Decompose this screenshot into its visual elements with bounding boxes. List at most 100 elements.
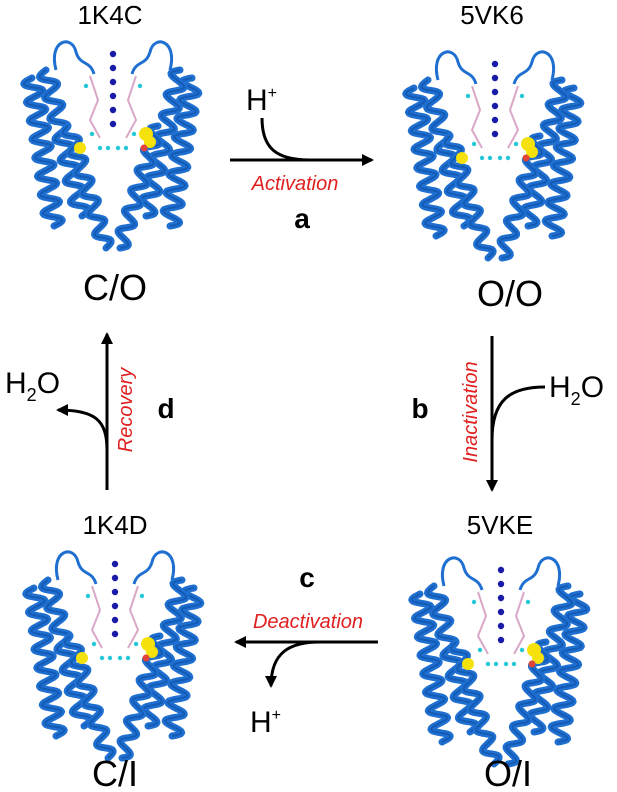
water-molecule [505, 155, 511, 161]
water-molecule [465, 93, 471, 99]
potassium-ion [109, 120, 117, 128]
state-label-co: C/O [83, 267, 147, 308]
water-molecule [511, 661, 517, 667]
pdb-id-5vk6: 5VK6 [460, 0, 524, 30]
turret-loop-left [434, 50, 478, 85]
potassium-ion [497, 580, 505, 588]
outer-helix-right-shade [544, 87, 582, 237]
highlighted-residue-left [462, 658, 474, 670]
filter-sticks-left [476, 591, 489, 655]
channel-ribbon [20, 40, 203, 252]
highlighted-residue-right-2 [526, 146, 538, 158]
water-molecule [471, 599, 477, 605]
structure-1k4d-image [22, 550, 205, 762]
water-molecule [89, 131, 95, 137]
process-label-deactivation: Deactivation [253, 611, 363, 633]
water-uptake-curve [56, 404, 109, 451]
proton-label-a: H+ [246, 84, 277, 117]
potassium-ion [497, 622, 505, 630]
water-molecule [83, 83, 89, 89]
water-molecule [139, 593, 145, 599]
channel-ribbon [402, 50, 585, 262]
pdb-id-1k4c: 1K4C [77, 0, 142, 30]
water-label-d: H2O [5, 367, 60, 405]
potassium-ion [109, 106, 117, 114]
filter-sticks-right [507, 85, 520, 149]
water-molecule [503, 661, 509, 667]
oxygen-atom [142, 654, 150, 662]
water-molecule [107, 655, 113, 661]
highlighted-residue-left [456, 152, 468, 164]
turret-loop-right [512, 50, 556, 85]
potassium-ion [111, 616, 119, 624]
highlighted-residue-left [74, 142, 86, 154]
outer-helix-left-shade [410, 593, 452, 743]
potassium-ion [497, 594, 505, 602]
outer-helix-left-shade [24, 587, 66, 737]
channel-ribbon [408, 556, 591, 768]
water-molecule [487, 155, 493, 161]
water-molecule [471, 141, 477, 147]
water-release-curve [490, 385, 546, 441]
process-label-recovery: Recovery [115, 367, 137, 452]
potassium-ion [491, 74, 499, 82]
state-label-oi: O/I [484, 753, 532, 792]
process-label-inactivation: Inactivation [460, 361, 482, 462]
oxygen-atom [140, 144, 148, 152]
filter-sticks-left [90, 585, 103, 649]
potassium-ion [111, 630, 119, 638]
water-molecule [493, 661, 499, 667]
water-molecule [133, 641, 139, 647]
water-molecule [99, 655, 105, 661]
step-letter-c: c [299, 562, 315, 593]
turret-loop-right [518, 556, 562, 591]
potassium-ion [111, 574, 119, 582]
highlighted-residue-right-2 [144, 136, 156, 148]
potassium-ion [491, 130, 499, 138]
step-b-inactivation: H2O Inactivation b [411, 336, 604, 492]
proton-label-c: H+ [250, 706, 281, 739]
highlighted-residue-right-2 [532, 652, 544, 664]
water-molecule [519, 93, 525, 99]
oxygen-atom [522, 154, 530, 162]
structure-5vk6-image [402, 50, 585, 262]
water-label-b: H2O [549, 371, 604, 409]
outer-helix-left-shade [404, 87, 446, 237]
water-molecule [479, 155, 485, 161]
potassium-ion [109, 92, 117, 100]
turret-loop-left [52, 40, 96, 75]
potassium-ion [491, 60, 499, 68]
oxygen-atom [528, 660, 536, 668]
turret-loop-left [54, 550, 98, 585]
outer-helix-left-shade [22, 77, 64, 227]
potassium-ion [109, 64, 117, 72]
step-d-recovery: H2O Recovery d [5, 332, 175, 490]
process-label-activation: Activation [251, 173, 339, 195]
potassium-ion [497, 566, 505, 574]
structure-1k4c-image [20, 40, 203, 252]
pdb-id-1k4d: 1K4D [82, 510, 147, 540]
step-c-deactivation: c Deactivation H+ [234, 562, 378, 739]
channel-ribbon [22, 550, 205, 762]
outer-helix-right-shade [162, 77, 200, 227]
structure-5vke-image [408, 556, 591, 768]
state-label-oo: O/O [477, 273, 543, 314]
potassium-ion [109, 78, 117, 86]
filter-sticks-left [470, 85, 483, 149]
outer-helix-right-shade [164, 587, 202, 737]
turret-loop-right [132, 550, 176, 585]
water-molecule [117, 655, 123, 661]
water-molecule [137, 83, 143, 89]
potassium-ion [111, 560, 119, 568]
potassium-ion [491, 102, 499, 110]
filter-sticks-right [125, 75, 138, 139]
potassium-ion [491, 116, 499, 124]
water-molecule [115, 145, 121, 151]
step-letter-a: a [294, 203, 310, 234]
water-molecule [485, 661, 491, 667]
highlighted-residue-left [76, 652, 88, 664]
water-molecule [125, 655, 131, 661]
potassium-ion [109, 50, 117, 58]
potassium-ion [497, 636, 505, 644]
proton-release-curve [265, 640, 321, 688]
